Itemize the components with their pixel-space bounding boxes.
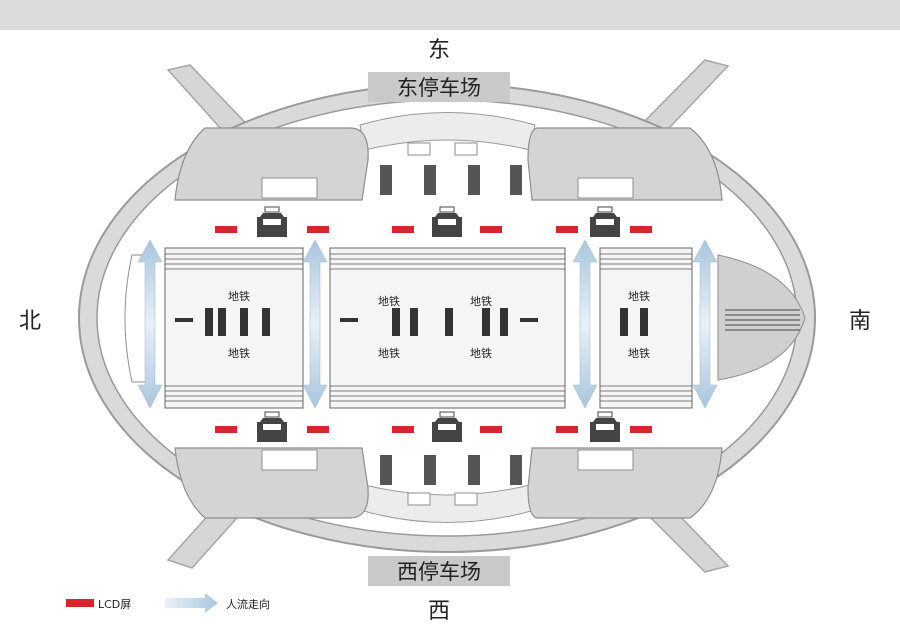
west-parking-box xyxy=(368,556,510,586)
lcd-screens xyxy=(215,226,652,433)
direction-west: 西 xyxy=(428,599,450,624)
taxi-icon xyxy=(432,206,462,237)
metro-label: 地铁 xyxy=(628,347,650,360)
direction-east: 东 xyxy=(428,38,450,63)
metro-label: 地铁 xyxy=(378,295,400,308)
west-parking-label: 西停车场 xyxy=(397,560,481,584)
legend-lcd-swatch xyxy=(66,599,94,607)
plaza-kiosks xyxy=(407,142,478,506)
stair-blocks xyxy=(380,165,522,485)
legend-lcd-label: LCD屏 xyxy=(98,598,131,611)
metro-labels: 地铁 地铁 地铁 地铁 地铁 地铁 地铁 地铁 xyxy=(228,290,650,360)
legend: LCD屏 人流走向 xyxy=(66,593,270,613)
taxi-icon xyxy=(432,411,462,442)
north-wedge xyxy=(124,254,151,383)
east-parking-label: 东停车场 xyxy=(397,76,481,100)
south-wedge-lines xyxy=(725,309,800,331)
corner-buildings xyxy=(174,127,723,519)
flow-arrows xyxy=(137,239,718,409)
direction-south: 南 xyxy=(849,309,871,334)
east-parking-box xyxy=(368,72,510,102)
taxi-icon xyxy=(590,411,620,442)
track-lines xyxy=(165,253,692,402)
metro-label: 地铁 xyxy=(228,347,250,360)
south-wedge xyxy=(717,254,806,381)
building-doors xyxy=(261,177,634,471)
platform-blocks xyxy=(164,247,693,409)
top-bar xyxy=(0,0,900,30)
taxi-icons xyxy=(257,206,620,442)
escalator-marks xyxy=(175,308,648,336)
metro-label: 地铁 xyxy=(628,290,650,303)
metro-label: 地铁 xyxy=(470,295,492,308)
metro-label: 地铁 xyxy=(470,347,492,360)
metro-label: 地铁 xyxy=(378,347,400,360)
legend-flow-arrow xyxy=(165,593,218,613)
legend-flow-label: 人流走向 xyxy=(226,597,270,611)
direction-north: 北 xyxy=(19,309,41,334)
metro-label: 地铁 xyxy=(228,290,250,303)
taxi-icon xyxy=(257,411,287,442)
taxi-icon xyxy=(590,206,620,237)
taxi-icon xyxy=(257,206,287,237)
